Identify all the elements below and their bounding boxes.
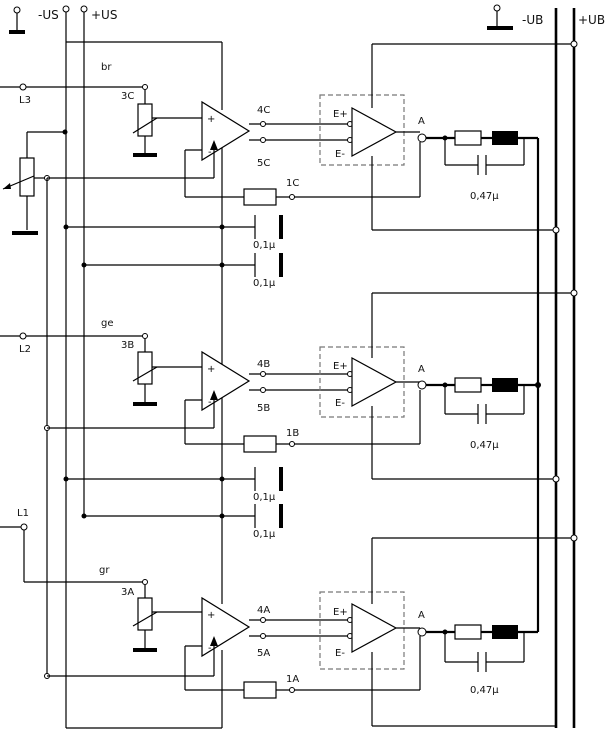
output-label: A: [418, 610, 425, 621]
output-label: A: [418, 116, 425, 127]
channel-c: L3 br 3C + - 4C 5C 1C: [0, 40, 578, 234]
feedback-pin: 1C: [286, 178, 299, 189]
op-amp-minus: -: [208, 643, 212, 654]
driver-amp: [351, 602, 398, 654]
color-code: br: [101, 62, 112, 73]
op-amp-plus: +: [207, 364, 215, 375]
decoupling-cap-3-label: 0,1µ: [253, 492, 276, 503]
op-amp-minus: -: [208, 147, 212, 158]
decoupling-cap-1-label: 0,1µ: [253, 240, 276, 251]
output-terminal: [417, 627, 427, 637]
channel-b: L2 ge 3B + - 4B 5B 1B E+ E-: [0, 289, 578, 483]
decoupling-cap-2-label: 0,1µ: [253, 278, 276, 289]
decoupling-cap-4-label: 0,1µ: [253, 529, 276, 540]
ground-terminal: [13, 6, 21, 14]
line-label: L3: [19, 95, 31, 106]
out-plus-pin: 4B: [257, 359, 270, 370]
minus-us-label: -US: [38, 8, 59, 22]
color-code: gr: [99, 565, 110, 576]
output-terminal: [417, 133, 427, 143]
driver-e-minus: E-: [335, 648, 345, 659]
potentiometer: [137, 103, 153, 137]
op-amp-plus: +: [207, 610, 215, 621]
decoupling-caps: 0,1µ 0,1µ 0,1µ 0,1µ: [63, 142, 283, 540]
out-minus-pin: 5C: [257, 158, 270, 169]
plus-us-terminal: [80, 5, 88, 13]
out-minus-pin: 5A: [257, 648, 270, 659]
trim-network: [2, 129, 68, 679]
op-amp-plus: +: [207, 114, 215, 125]
output-resistor: [454, 624, 482, 640]
line-label: L1: [17, 508, 29, 519]
plus-ub-label: +UB: [578, 13, 605, 27]
supply-header: -US +US -UB +UB: [9, 4, 605, 728]
output-label: A: [418, 364, 425, 375]
driver-e-plus: E+: [333, 109, 348, 120]
driver-box: [319, 346, 405, 418]
line-label: L2: [19, 344, 31, 355]
feedback-resistor: [243, 435, 277, 453]
feedback-resistor: [243, 188, 277, 206]
output-cap-label: 0,47µ: [470, 191, 499, 202]
potentiometer: [137, 597, 153, 631]
output-resistor: [454, 130, 482, 146]
output-cap-label: 0,47µ: [470, 685, 499, 696]
pot-pin: 3C: [121, 91, 134, 102]
output-terminal: [417, 380, 427, 390]
driver-box: [319, 94, 405, 166]
output-inductor: [492, 378, 518, 392]
plus-us-label: +US: [91, 8, 117, 22]
driver-e-plus: E+: [333, 361, 348, 372]
out-plus-pin: 4A: [257, 605, 270, 616]
driver-e-plus: E+: [333, 607, 348, 618]
color-code: ge: [101, 318, 114, 329]
output-inductor: [492, 131, 518, 145]
driver-amp: [351, 356, 398, 408]
output-cap-label: 0,47µ: [470, 440, 499, 451]
out-minus-pin: 5B: [257, 403, 270, 414]
driver-e-minus: E-: [335, 149, 345, 160]
minus-us-terminal: [62, 5, 70, 13]
pot-pin: 3A: [121, 587, 134, 598]
feedback-pin: 1A: [286, 674, 299, 685]
pot-pin: 3B: [121, 340, 134, 351]
potentiometer: [137, 351, 153, 385]
driver-amp: [351, 106, 398, 158]
output-resistor: [454, 377, 482, 393]
minus-ub-label: -UB: [522, 13, 543, 27]
out-plus-pin: 4C: [257, 105, 270, 116]
channel-a: L1 gr 3A + - 4A 5A 1A: [0, 508, 578, 729]
driver-box: [319, 591, 405, 670]
output-inductor: [492, 625, 518, 639]
op-amp-minus: -: [208, 397, 212, 408]
feedback-resistor: [243, 681, 277, 699]
feedback-pin: 1B: [286, 428, 299, 439]
driver-e-minus: E-: [335, 398, 345, 409]
minus-ub-terminal: [493, 4, 501, 12]
